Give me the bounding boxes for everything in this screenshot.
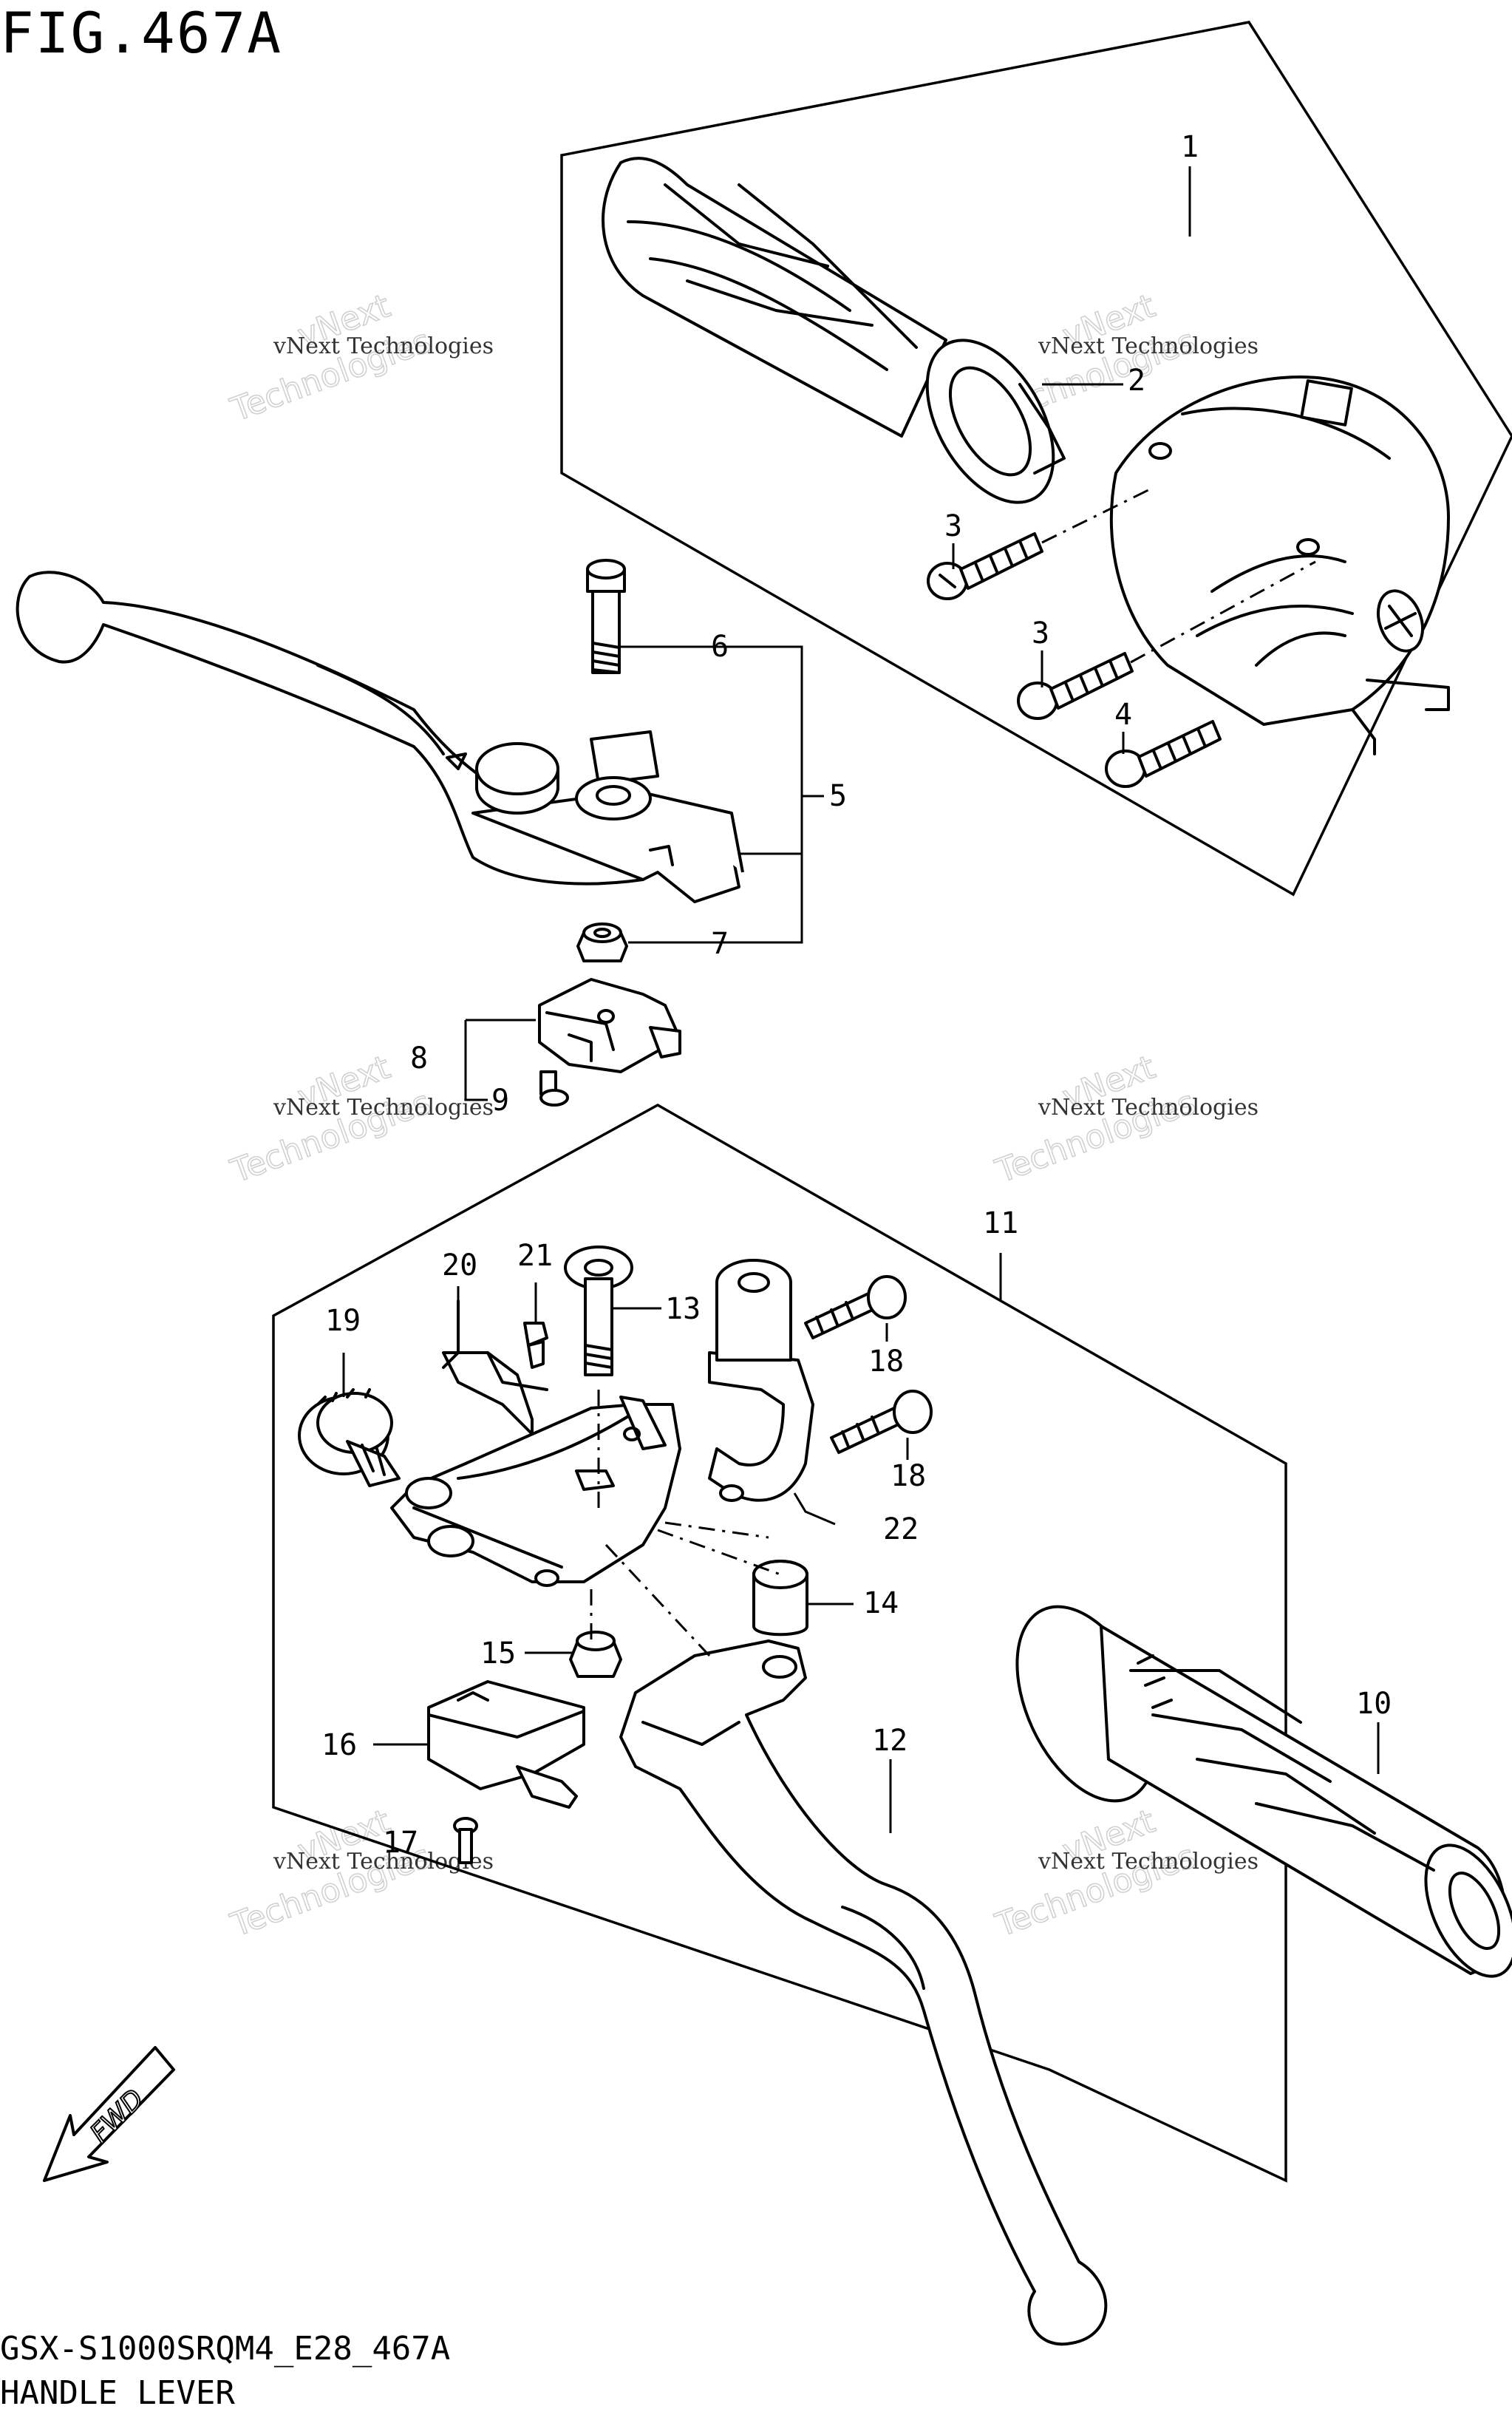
assembly-frame-clutch: [272, 1103, 1287, 2183]
model-code: GSX-S1000SRQM4_E28_467A: [0, 2330, 451, 2368]
section-name: HANDLE LEVER: [0, 2374, 235, 2412]
screw-4: [1105, 720, 1222, 788]
callout-10: 10: [1356, 1687, 1392, 1721]
callout-13: 13: [665, 1292, 701, 1326]
watermark-text: vNext Technologies: [1038, 333, 1259, 359]
adjuster-19: [298, 1388, 401, 1487]
screw-21: [523, 1322, 548, 1369]
callout-8: 8: [410, 1041, 428, 1075]
watermark-text: vNext Technologies: [1038, 1095, 1259, 1121]
assembly-line: [1041, 486, 1154, 544]
brake-lever-adjuster-knob: [475, 742, 559, 815]
clutch-lever-12: [619, 1639, 1108, 2346]
assembly-line: [664, 1521, 769, 1539]
screw-9: [539, 1070, 569, 1107]
handlebar-grip-10: [1015, 1605, 1512, 1978]
callout-12: 12: [872, 1724, 907, 1758]
clutch-switch-16: [427, 1680, 585, 1809]
callout-20: 20: [442, 1248, 477, 1282]
callout-9: 9: [491, 1084, 509, 1118]
pivot-bolt-6: [586, 559, 626, 674]
watermark-top-left: Technologies vNext vNext Technologies: [225, 287, 494, 430]
callout-5: 5: [829, 779, 847, 813]
assembly-frame-throttle: [560, 21, 1512, 897]
watermark-text: vNext Technologies: [1038, 1849, 1259, 1875]
callout-14: 14: [863, 1586, 899, 1620]
throttle-grip: [602, 157, 1066, 504]
callout-21: 21: [517, 1239, 553, 1273]
callout-18-upper: 18: [868, 1345, 904, 1379]
callout-3-upper: 3: [944, 509, 962, 543]
watermark-mid-right: Technologies vNext vNext Technologies: [990, 1048, 1259, 1192]
assembly-line: [1130, 560, 1316, 664]
callout-4: 4: [1114, 698, 1132, 732]
screw-17: [453, 1817, 478, 1864]
clamp-22: [708, 1259, 814, 1502]
callout-17: 17: [383, 1826, 418, 1860]
screw-3-lower: [1017, 652, 1134, 720]
callout-3-lower: 3: [1032, 616, 1049, 650]
callout-16: 16: [321, 1728, 357, 1762]
callout-2: 2: [1128, 364, 1145, 398]
bracket-20: [442, 1299, 548, 1435]
callout-7: 7: [711, 927, 729, 961]
watermark-mid-left: Technologies vNext vNext Technologies: [225, 1048, 494, 1192]
assembly-line: [657, 1529, 781, 1576]
callout-6: 6: [711, 630, 729, 664]
bolt-18-upper: [804, 1275, 907, 1339]
callout-18-lower: 18: [890, 1459, 926, 1493]
fwd-arrow-icon: FWD: [43, 2046, 175, 2182]
callout-15: 15: [480, 1637, 516, 1671]
callout-22: 22: [883, 1512, 919, 1546]
pivot-bolt-13: [564, 1246, 633, 1376]
assembly-line: [605, 1543, 711, 1657]
nut-15: [569, 1631, 622, 1678]
callout-11: 11: [983, 1206, 1018, 1240]
nut-7: [576, 922, 628, 962]
leader-lines: [342, 166, 1380, 1833]
clutch-lever-bracket: [390, 1396, 681, 1587]
watermark-text: vNext Technologies: [273, 1095, 494, 1121]
bolt-18-lower: [830, 1390, 933, 1454]
callout-1: 1: [1181, 130, 1199, 164]
figure-title: FIG.467A: [0, 0, 283, 66]
screw-3-upper: [927, 532, 1043, 600]
front-brake-lever: [16, 571, 744, 903]
collar-14: [752, 1560, 808, 1637]
watermark-text: vNext Technologies: [273, 333, 494, 359]
throttle-housing: [1109, 375, 1450, 755]
callout-19: 19: [325, 1304, 361, 1338]
brake-switch-8: [538, 978, 681, 1073]
